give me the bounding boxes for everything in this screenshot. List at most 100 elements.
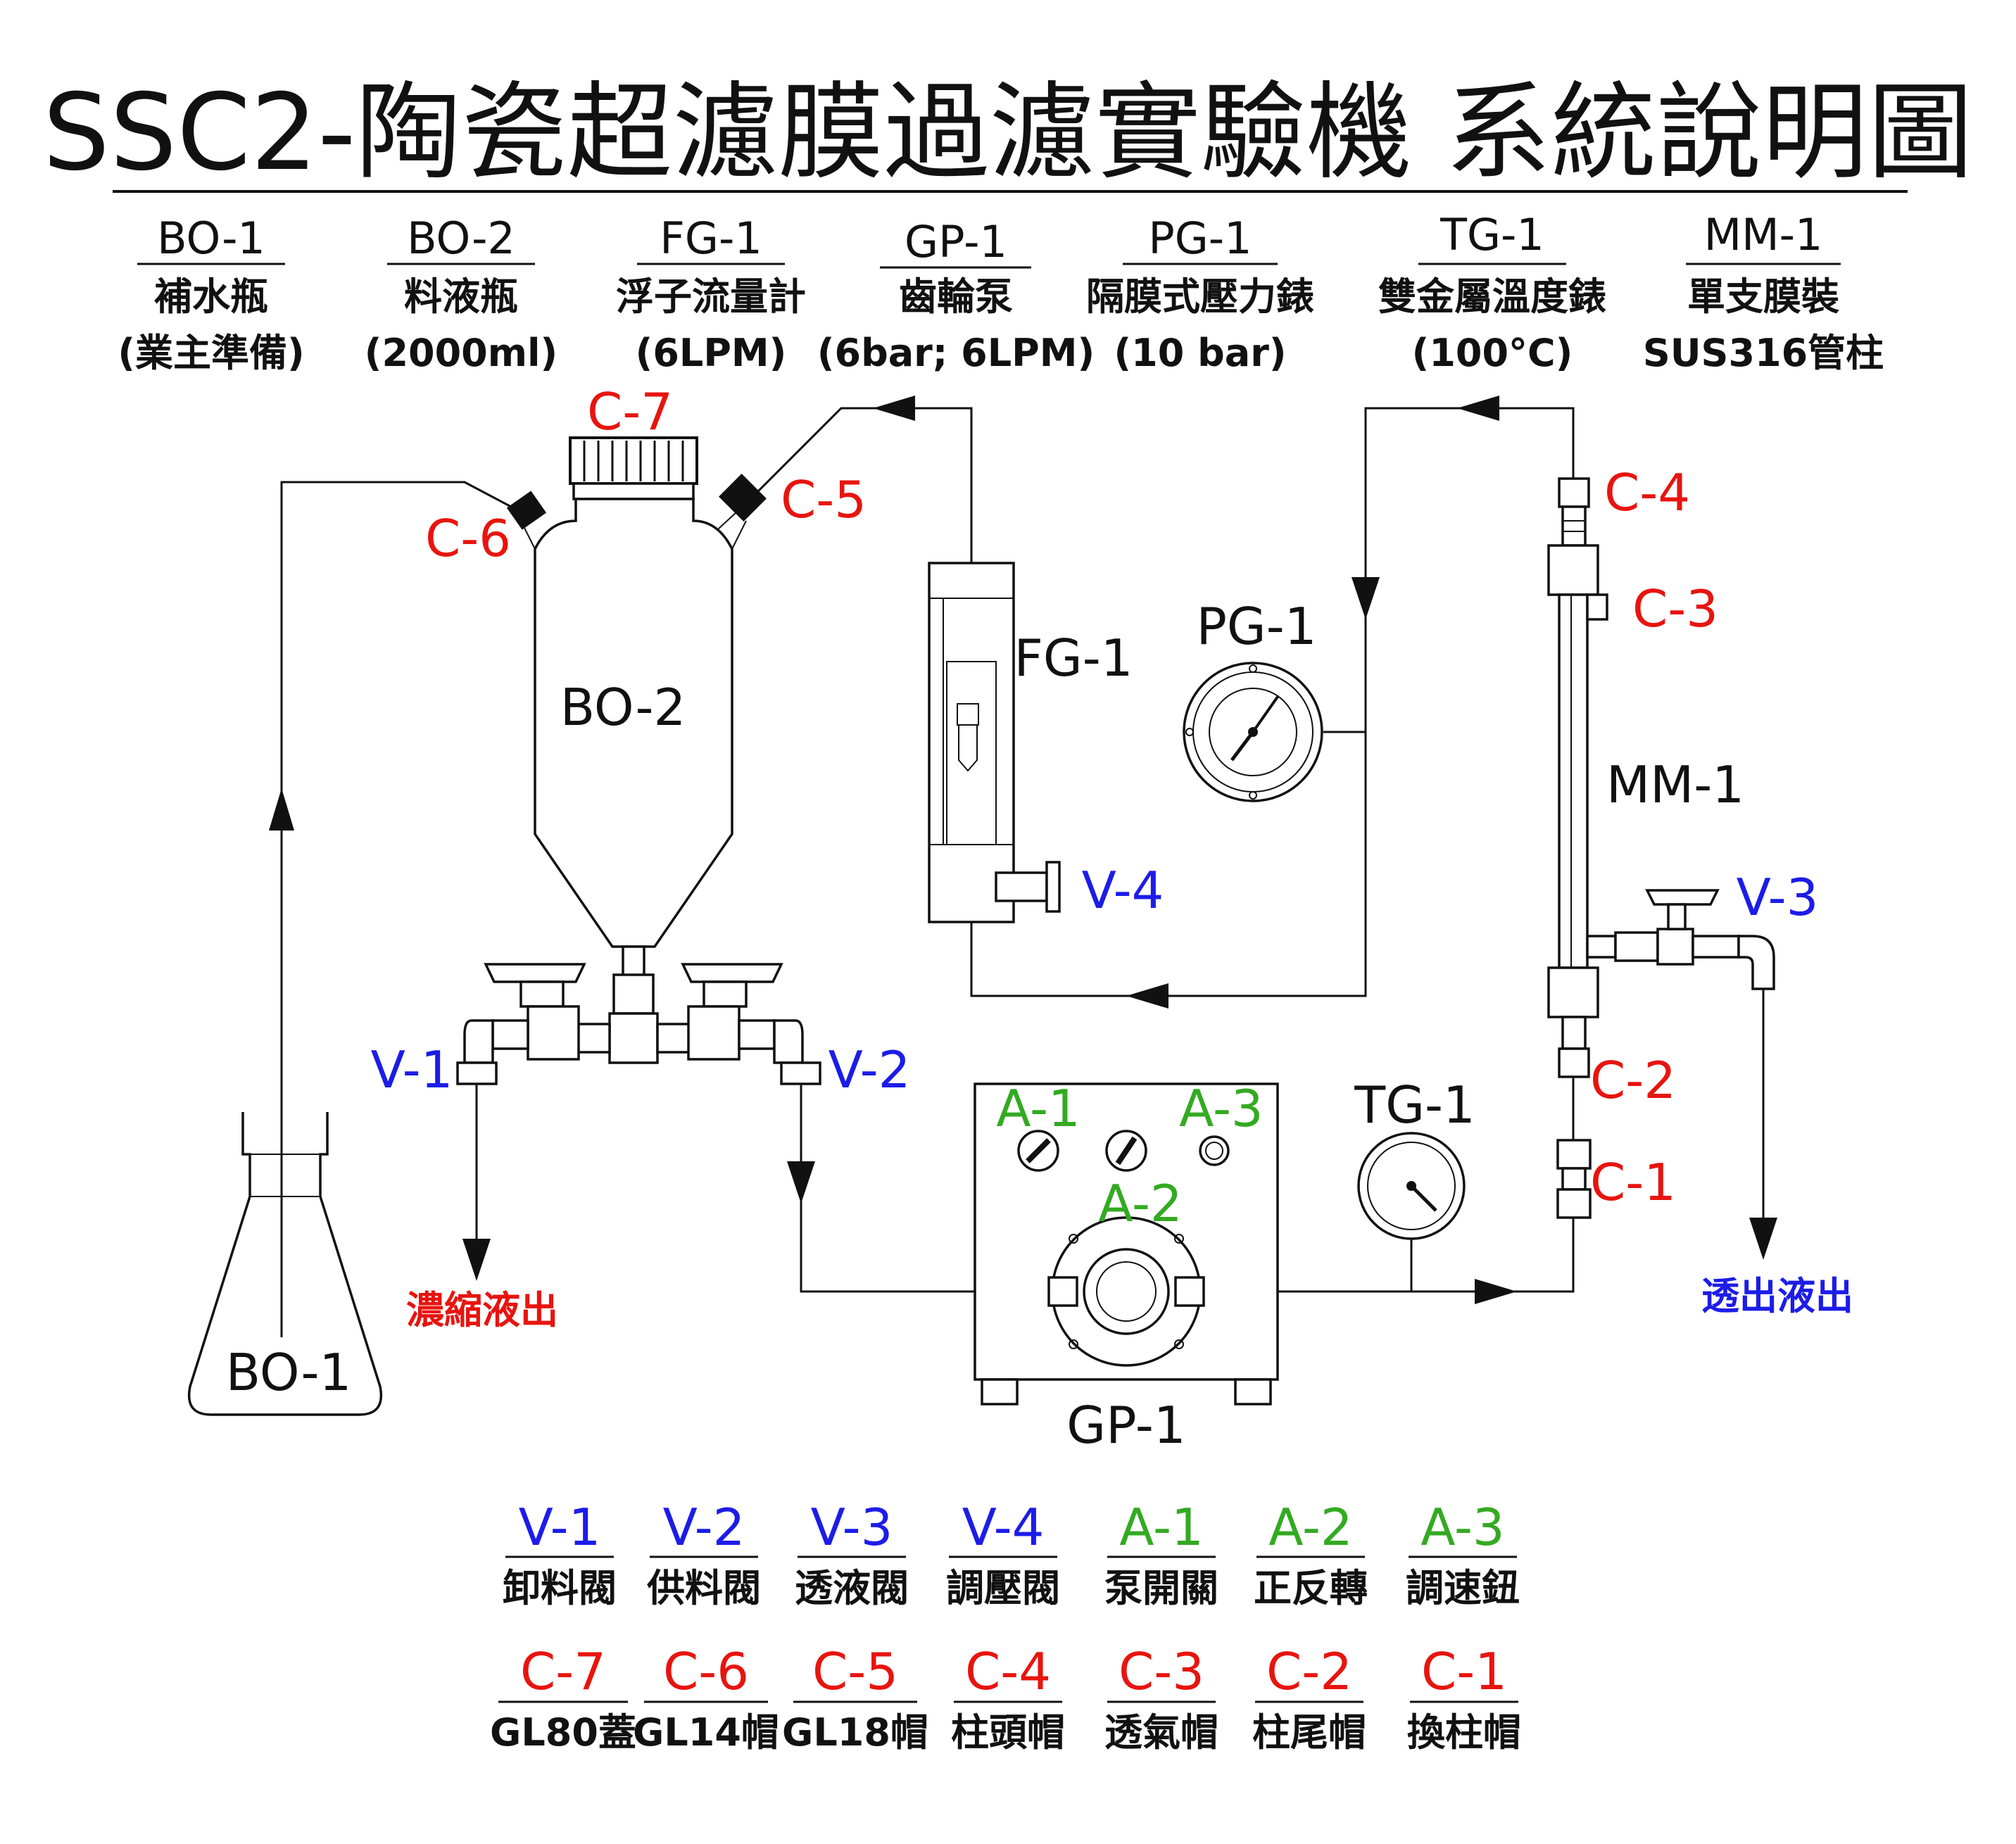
header-item-gp1: GP-1 齒輪泵 (6bar; 6LPM)	[817, 216, 1095, 375]
temperature-gauge-tg1: TG-1	[1354, 1075, 1475, 1240]
column-change-cap-c1[interactable]	[1556, 1139, 1592, 1170]
header-item-bo1: BO-1 補水瓶 (業主準備)	[118, 213, 304, 375]
legend-name: 換柱帽	[1407, 1710, 1521, 1755]
pump-switch-a1[interactable]	[1017, 1130, 1059, 1172]
legend-code: A-1	[1119, 1498, 1203, 1557]
header-code: BO-2	[407, 213, 515, 264]
valve-manifold	[456, 963, 821, 1085]
a2-label: A-2	[1098, 1174, 1182, 1233]
legend-code: A-3	[1420, 1498, 1504, 1557]
header-name: 補水瓶	[154, 274, 268, 319]
header-spec: (業主準備)	[118, 331, 304, 375]
header-spec: (6bar; 6LPM)	[817, 331, 1095, 375]
header-name: 單支膜裝	[1687, 274, 1840, 319]
header-name: 齒輪泵	[899, 274, 1013, 319]
legend-item: A-3 調速鈕	[1406, 1498, 1520, 1610]
concentrate-out-label: 濃縮液出	[406, 1288, 558, 1332]
legend-code: C-1	[1421, 1642, 1507, 1701]
header-item-pg1: PG-1 隔膜式壓力錶 (10 bar)	[1086, 213, 1314, 375]
header-name: 浮子流量計	[616, 274, 806, 319]
a1-label: A-1	[996, 1079, 1080, 1138]
arrow-left-fg1-bottom	[1126, 983, 1168, 1009]
header-item-mm1: MM-1 單支膜裝 SUS316管柱	[1643, 209, 1884, 375]
legend-name: GL80蓋	[490, 1710, 636, 1755]
legend-name: 調壓閥	[946, 1566, 1060, 1610]
legend-item: C-7 GL80蓋	[490, 1642, 636, 1755]
legend-item: C-5 GL18帽	[782, 1642, 928, 1755]
header-spec: SUS316管柱	[1643, 331, 1884, 375]
c4-label: C-4	[1604, 463, 1690, 522]
header-spec: (100°C)	[1412, 331, 1573, 375]
legend-code: A-2	[1268, 1498, 1352, 1557]
direction-switch-a2[interactable]	[1105, 1130, 1147, 1172]
c1-label: C-1	[1590, 1153, 1676, 1212]
permeate-valve-v3[interactable]	[1586, 889, 1775, 990]
legend-name: 正反轉	[1254, 1566, 1368, 1610]
pressure-valve-v4[interactable]	[995, 861, 1061, 913]
header-name: 料液瓶	[404, 274, 518, 319]
pressure-gauge-pg1: PG-1	[1183, 597, 1323, 802]
c5-label: C-5	[781, 470, 867, 529]
legend-code: V-2	[663, 1498, 745, 1557]
speed-knob-a3[interactable]	[1199, 1135, 1230, 1166]
column-tail-cap-c2[interactable]	[1558, 1047, 1590, 1078]
header-code: FG-1	[660, 213, 762, 264]
legend-code: C-3	[1119, 1642, 1204, 1701]
legend-item: V-4 調壓閥	[946, 1498, 1060, 1610]
gl80-cap-c7[interactable]	[569, 436, 698, 485]
membrane-column-mm1: MM-1	[1547, 477, 1775, 1239]
legend-item: A-2 正反轉	[1254, 1498, 1368, 1610]
arrow-right-pump-out	[1475, 1279, 1517, 1304]
c2-label: C-2	[1590, 1051, 1676, 1110]
legend-code: C-2	[1266, 1642, 1352, 1701]
legend-item: C-6 GL14帽	[633, 1642, 779, 1755]
v3-label: V-3	[1737, 868, 1819, 927]
header-item-fg1: FG-1 浮子流量計 (6LPM)	[616, 213, 806, 375]
header-item-tg1: TG-1 雙金屬溫度錶 (100°C)	[1378, 209, 1606, 375]
a3-label: A-3	[1179, 1079, 1263, 1138]
legend-item: V-2 供料閥	[647, 1498, 761, 1610]
arrow-down-pg1	[1352, 577, 1380, 619]
fg1-label: FG-1	[1014, 629, 1133, 688]
header-code: PG-1	[1148, 213, 1252, 264]
feed-valve-v2[interactable]	[681, 963, 821, 1085]
legend-code: C-6	[663, 1642, 749, 1701]
column-head-cap-c4[interactable]	[1558, 477, 1590, 508]
flask-body	[187, 1112, 383, 1416]
legend-name: 柱尾帽	[1252, 1710, 1366, 1755]
gp1-label: GP-1	[1066, 1396, 1185, 1455]
arrow-down-v2-feed	[787, 1161, 815, 1204]
vent-cap-c3[interactable]	[1586, 593, 1608, 621]
legend-item: C-1 換柱帽	[1407, 1642, 1521, 1755]
legend-name: 透氣帽	[1104, 1710, 1218, 1755]
gl14-cap-c6[interactable]	[506, 491, 547, 530]
header-name: 隔膜式壓力錶	[1086, 274, 1314, 319]
legend-name: GL18帽	[782, 1710, 928, 1755]
mm1-label: MM-1	[1606, 755, 1744, 814]
v4-label: V-4	[1082, 861, 1164, 920]
legend-name: GL14帽	[633, 1710, 779, 1755]
feed-bottle-bo2: BO-2	[506, 436, 767, 980]
discharge-valve-v1[interactable]	[456, 963, 586, 1085]
header-spec: (10 bar)	[1114, 331, 1286, 375]
arrow-left-mm1-top	[1457, 396, 1499, 421]
permeate-out-label: 透出液出	[1701, 1274, 1853, 1318]
legend-item: C-2 柱尾帽	[1252, 1642, 1366, 1755]
bottle-body	[534, 498, 733, 948]
header-code: BO-1	[157, 213, 265, 264]
v1-label: V-1	[371, 1040, 453, 1099]
c6-label: C-6	[425, 509, 511, 568]
gl18-cap-c5[interactable]	[719, 474, 767, 522]
header-spec: (6LPM)	[636, 331, 787, 375]
bo2-label: BO-2	[560, 678, 686, 737]
legend-code: C-4	[965, 1642, 1051, 1701]
arrow-down-v1-drain	[462, 1239, 491, 1281]
arrow-down-v3-permeate	[1749, 1218, 1777, 1260]
legend-code: V-1	[519, 1498, 601, 1557]
pg1-label: PG-1	[1197, 597, 1317, 656]
flowmeter-fg1: FG-1	[928, 562, 1133, 923]
header-spec: (2000ml)	[365, 331, 557, 375]
legend-code: C-5	[812, 1642, 898, 1701]
legend-item: C-3 透氣帽	[1104, 1642, 1218, 1755]
